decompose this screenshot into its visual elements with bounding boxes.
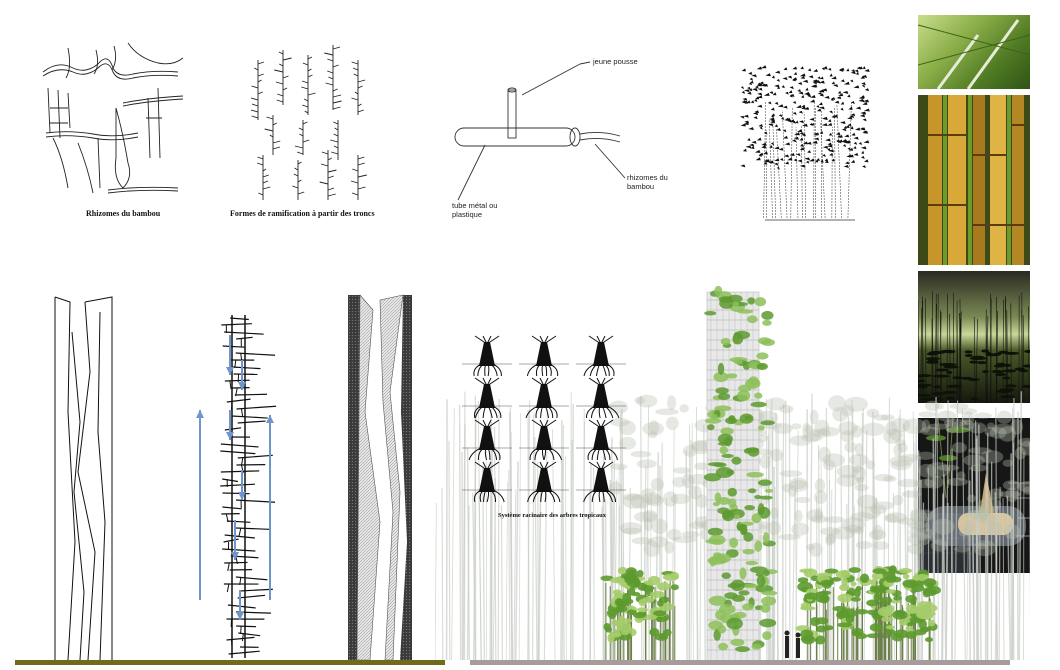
roots-caption: Système racinaire des arbres tropicaux	[498, 512, 606, 519]
tower-outline-elevation	[50, 292, 115, 660]
tower-section-hatched	[345, 292, 415, 660]
forest-perspective	[435, 280, 1030, 665]
bamboo-silhouette-dusk-photo	[918, 271, 1030, 403]
label-rhizome-line1: rhizomes du	[627, 173, 668, 182]
bamboo-canopy-photo	[918, 15, 1030, 89]
rhizome-sketch	[38, 38, 188, 203]
golden-bamboo-stems-photo	[918, 95, 1030, 265]
tower-branch-structure	[190, 300, 290, 660]
label-jeune-pousse: jeune pousse	[593, 57, 638, 66]
ground-line-left	[15, 660, 445, 665]
label-tube-line1: tube métal ou	[452, 201, 498, 210]
label-rhizome-line2: bambou	[627, 182, 655, 191]
ground-line-right	[470, 660, 1010, 665]
ramification-caption: Formes de ramification à partir des tron…	[230, 209, 375, 218]
bamboo-clump-sketch	[730, 60, 875, 225]
label-tube-line2: plastique	[452, 210, 483, 219]
ramification-sketch	[243, 40, 383, 205]
tube-diagram	[430, 50, 690, 230]
tree-root-diagrams	[462, 332, 632, 507]
rhizome-caption: Rhizomes du bambou	[86, 209, 161, 218]
